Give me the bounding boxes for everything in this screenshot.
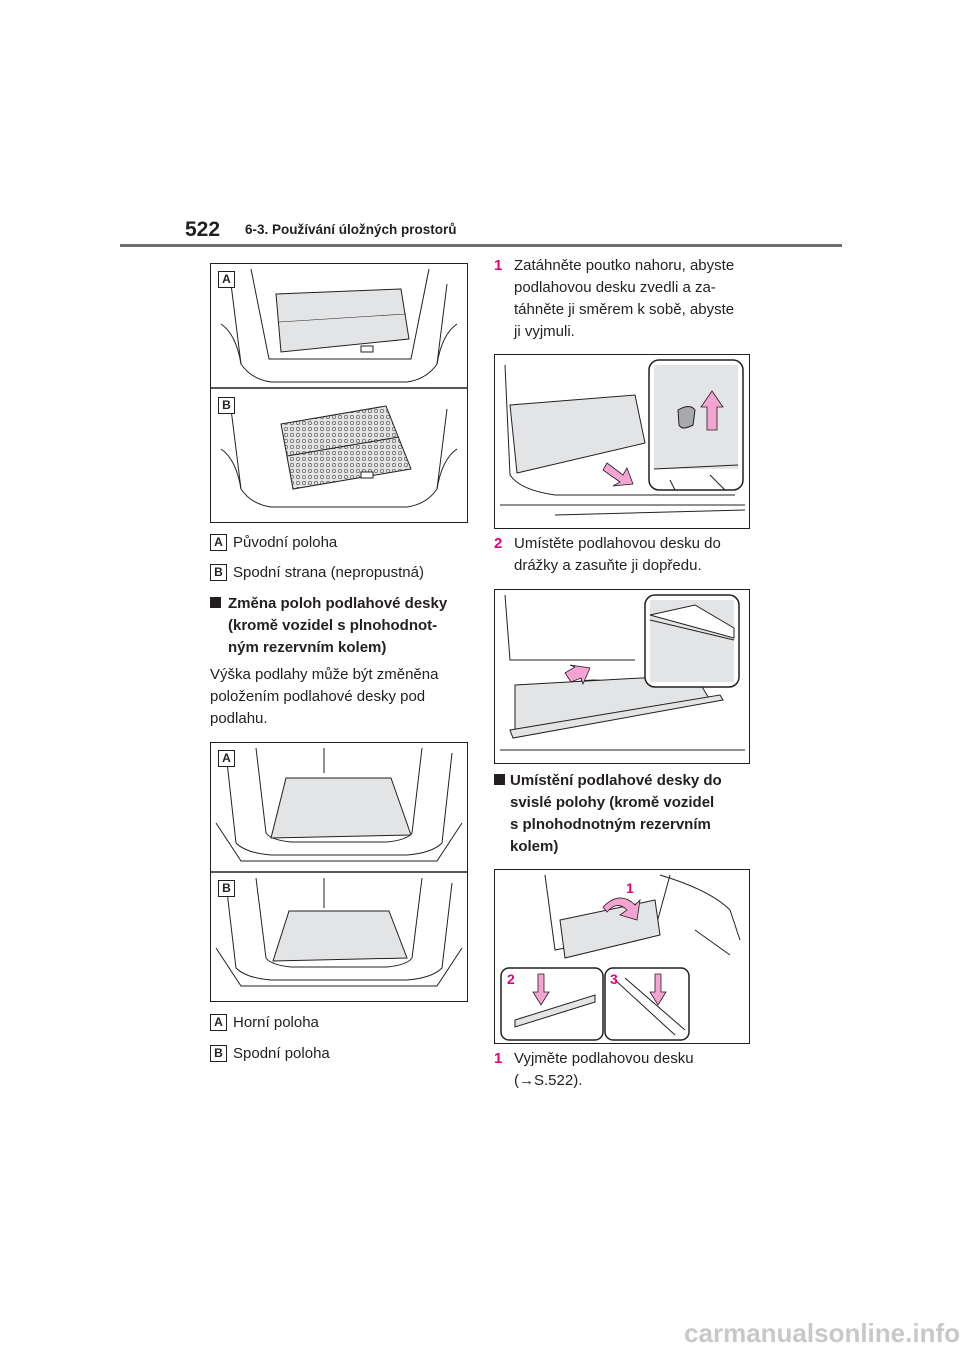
header-rule <box>120 244 842 247</box>
section-heading-floor-positions: Změna poloh podlahové desky (kromě vozid… <box>210 593 470 659</box>
caption2-text-b: Spodní poloha <box>233 1045 330 1062</box>
caption-text-a: Původní poloha <box>233 534 338 551</box>
cargo-illustration-2 <box>211 747 467 987</box>
figure-slide-board <box>494 589 750 764</box>
fig-step-1: 1 <box>626 880 634 896</box>
step-1: 1 Zatáhněte poutko nahoru, abyste podlah… <box>494 255 764 345</box>
step-3-number: 1 <box>494 1050 503 1067</box>
caption-b: B Spodní strana (nepropustná) <box>210 563 470 585</box>
step-3-line-1: Vyjměte podlahovou desku <box>514 1050 694 1067</box>
section-title: 6-3. Používání úložných prostorů <box>245 222 457 237</box>
figure-label-b: B <box>218 397 235 414</box>
heading2-line-3: s plnohodnotným rezervním <box>510 816 711 833</box>
paragraph-floor-height: Výška podlahy může být změněna položením… <box>210 664 470 730</box>
pull-strap-illustration <box>500 359 746 516</box>
watermark: carmanualsonline.info <box>684 1318 960 1348</box>
step-2-line-1: Umístěte podlahovou desku do <box>514 535 721 552</box>
caption-a: A Původní poloha <box>210 533 470 555</box>
caption2-text-a: Horní poloha <box>233 1014 319 1031</box>
heading2-line-1: Umístění podlahové desky do <box>510 772 722 789</box>
figure-label-a: A <box>218 271 235 288</box>
step-2-line-2: drážky a zasuňte ji dopředu. <box>514 557 702 574</box>
step-2: 2 Umístěte podlahovou desku do drážky a … <box>494 533 764 579</box>
vertical-board-illustration <box>500 874 741 1041</box>
figure-floor-board-positions: A B <box>210 263 468 523</box>
caption-label-b: B <box>210 564 227 581</box>
step-3: 1 Vyjměte podlahovou desku (→S.522). <box>494 1048 764 1094</box>
heading-line-1: Změna poloh podlahové desky <box>228 595 448 612</box>
step-2-number: 2 <box>494 535 503 552</box>
step-1-number: 1 <box>494 257 503 274</box>
figure-vertical-board: 1 2 3 <box>494 869 750 1044</box>
step-3-line-2: (→S.522). <box>514 1072 583 1089</box>
section-heading-vertical-position: Umístění podlahové desky do svislé poloh… <box>494 770 764 858</box>
caption2-label-b: B <box>210 1045 227 1062</box>
heading-line-3: ným rezervním kolem) <box>228 639 387 656</box>
step-1-line-1: Zatáhněte poutko nahoru, abyste <box>514 257 735 274</box>
heading2-bullet <box>494 774 505 785</box>
page-number: 522 <box>185 218 221 241</box>
caption-text-b: Spodní strana (nepropustná) <box>233 564 424 581</box>
step-1-line-2: podlahovou desku zvedli a za- <box>514 279 716 296</box>
fig-step-2: 2 <box>507 971 515 987</box>
caption-label-a: A <box>210 534 227 551</box>
step-1-line-4: ji vyjmuli. <box>514 323 575 340</box>
figure2-label-b: B <box>218 880 235 897</box>
caption2-a: A Horní poloha <box>210 1013 470 1035</box>
step-1-line-3: táhněte ji směrem k sobě, abyste <box>514 301 735 318</box>
figure2-label-a: A <box>218 750 235 767</box>
heading2-line-2: svislé polohy (kromě vozidel <box>510 794 715 811</box>
heading2-line-4: kolem) <box>510 838 559 855</box>
cargo-illustration <box>211 268 467 508</box>
fig-step-3: 3 <box>610 971 618 987</box>
slide-board-illustration <box>500 594 745 751</box>
figure-upper-lower-position: A B <box>210 742 468 1002</box>
caption2-b: B Spodní poloha <box>210 1044 470 1066</box>
paragraph-line-1: Výška podlahy může být změněna <box>210 666 439 683</box>
paragraph-line-2: položením podlahové desky pod <box>210 688 426 705</box>
caption2-label-a: A <box>210 1014 227 1031</box>
paragraph-line-3: podlahu. <box>210 710 268 727</box>
heading-bullet <box>210 597 221 608</box>
figure-pull-strap <box>494 354 750 529</box>
heading-line-2: (kromě vozidel s plnohodnot- <box>228 617 438 634</box>
